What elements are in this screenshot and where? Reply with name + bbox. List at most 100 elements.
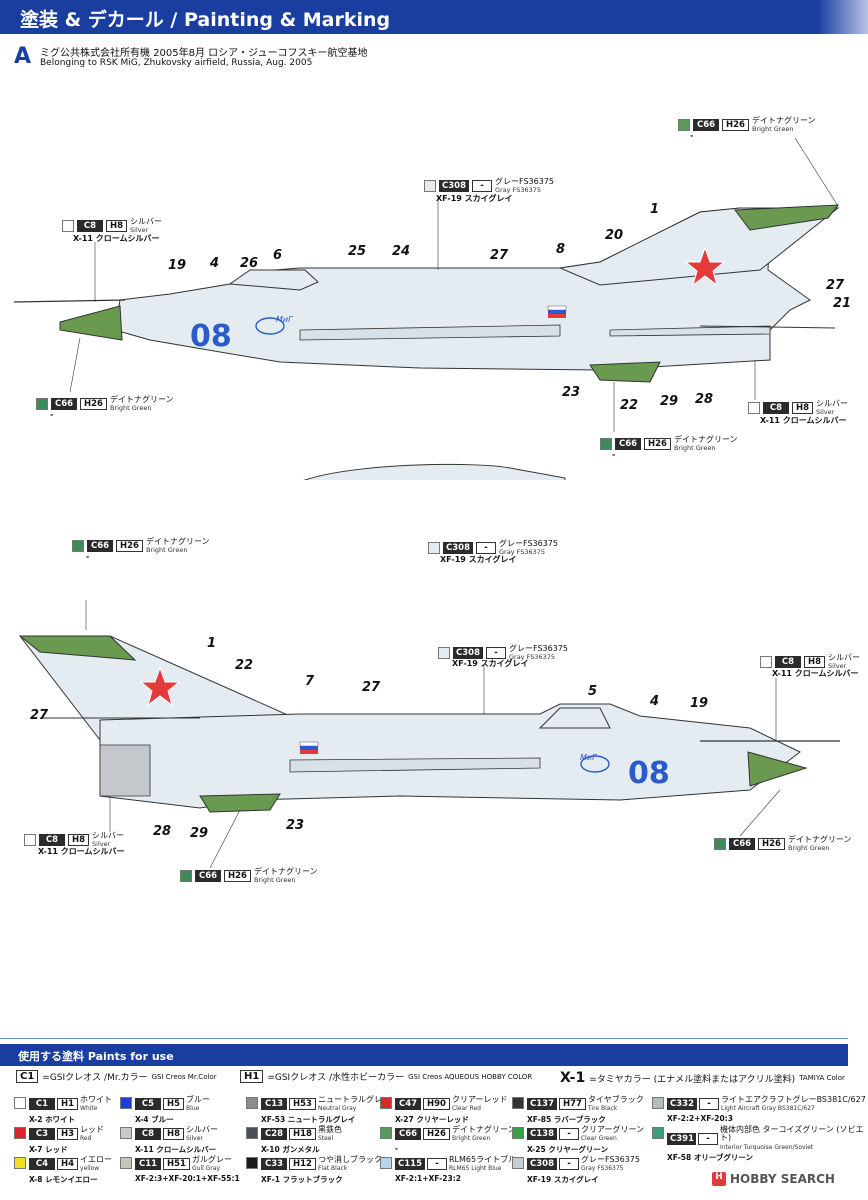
hobby-search-logo: H <box>712 1172 726 1186</box>
color-swatch <box>120 1157 132 1169</box>
marking-number: 27 <box>490 248 509 263</box>
color-swatch <box>512 1127 524 1139</box>
paints-title: 使用する塗料 Paints for use <box>18 1050 174 1063</box>
color-swatch <box>438 647 450 660</box>
aircraft-right-side-view: МиГ 08 <box>18 600 840 869</box>
section-letter: A <box>14 44 32 69</box>
color-swatch <box>120 1127 132 1139</box>
side-number-top: 08 <box>190 319 232 354</box>
marking-number: 8 <box>556 242 566 257</box>
marking-number: 7 <box>305 674 315 689</box>
marking-number: 21 <box>833 296 852 311</box>
color-swatch <box>36 398 48 411</box>
section-caption-jp: ミグ公共株式会社所有機 2005年8月 ロシア・ジューコフスキー航空基地 <box>40 48 368 59</box>
page-title: 塗装 & デカール / Painting & Marking <box>20 9 391 31</box>
color-swatch <box>72 540 84 553</box>
svg-text:МиГ: МиГ <box>276 315 293 324</box>
marking-number: 26 <box>240 256 259 271</box>
color-swatch <box>652 1127 664 1139</box>
color-swatch <box>760 656 772 669</box>
color-swatch <box>600 438 612 451</box>
paints-header: 使用する塗料 Paints for use <box>0 1044 848 1066</box>
section-caption-en: Belonging to RSK MiG, Zhukovsky airfield… <box>40 58 313 68</box>
tamiya-code: XF-19 スカイグレイ <box>436 194 513 203</box>
color-swatch <box>714 838 726 851</box>
color-swatch <box>512 1157 524 1169</box>
marking-number: 5 <box>588 684 598 699</box>
section-divider <box>0 1038 848 1039</box>
side-number-bottom: 08 <box>628 756 670 791</box>
marking-number: 29 <box>660 394 679 409</box>
color-swatch <box>380 1097 392 1109</box>
watermark-text: HOBBY SEARCH <box>730 1172 835 1186</box>
marking-number: 29 <box>190 826 209 841</box>
color-swatch <box>14 1097 26 1109</box>
marking-number: 25 <box>348 244 367 259</box>
marking-number: 4 <box>210 256 220 271</box>
color-swatch <box>246 1127 258 1139</box>
marking-number: 28 <box>695 392 714 407</box>
marking-number: 6 <box>273 248 283 263</box>
color-swatch <box>24 834 36 847</box>
tamiya-code: - <box>690 131 694 140</box>
color-swatch <box>62 220 74 233</box>
color-swatch <box>748 402 760 415</box>
color-swatch <box>180 870 192 883</box>
color-swatch <box>512 1097 524 1109</box>
marking-number: 27 <box>30 708 49 723</box>
color-swatch <box>14 1127 26 1139</box>
header-edge <box>818 0 868 34</box>
color-swatch <box>428 542 440 555</box>
tamiya-code: X-11 クロームシルバー <box>760 416 847 425</box>
tamiya-code: XF-19 スカイグレイ <box>440 555 517 564</box>
legend-tamiya: X-1 =タミヤカラー (エナメル塗料またはアクリル塗料) TAMIYA Col… <box>560 1070 845 1086</box>
color-swatch <box>246 1157 258 1169</box>
color-swatch <box>652 1097 664 1109</box>
marking-number: 27 <box>826 278 845 293</box>
color-swatch <box>246 1097 258 1109</box>
color-swatch <box>424 180 436 193</box>
marking-number: 24 <box>392 244 411 259</box>
color-swatch <box>380 1127 392 1139</box>
marking-number: 19 <box>168 258 187 273</box>
marking-number: 22 <box>620 398 639 413</box>
color-swatch <box>678 119 690 132</box>
marking-number: 1 <box>650 202 660 217</box>
paint-item: C391-機体内部色 ターコイズグリーン (ソビエト)Interior Turq… <box>652 1125 868 1163</box>
page-header: 塗装 & デカール / Painting & Marking <box>0 0 868 34</box>
tamiya-code: X-11 クロームシルバー <box>772 669 859 678</box>
legend-hobby-color: H1 =GSIクレオス /水性ホビーカラー GSI Creos AQUEOUS … <box>240 1070 532 1083</box>
tamiya-code: - <box>50 410 54 419</box>
tamiya-code: X-11 クロームシルバー <box>73 234 160 243</box>
color-swatch <box>14 1157 26 1169</box>
marking-number: 19 <box>690 696 709 711</box>
watermark: H HOBBY SEARCH <box>712 1172 835 1186</box>
legend-mr-color: C1 =GSIクレオス /Mr.カラー GSI Creos Mr.Color <box>16 1070 217 1083</box>
aircraft-left-side-view: МиГ 08 <box>13 137 840 480</box>
color-swatch <box>380 1157 392 1169</box>
